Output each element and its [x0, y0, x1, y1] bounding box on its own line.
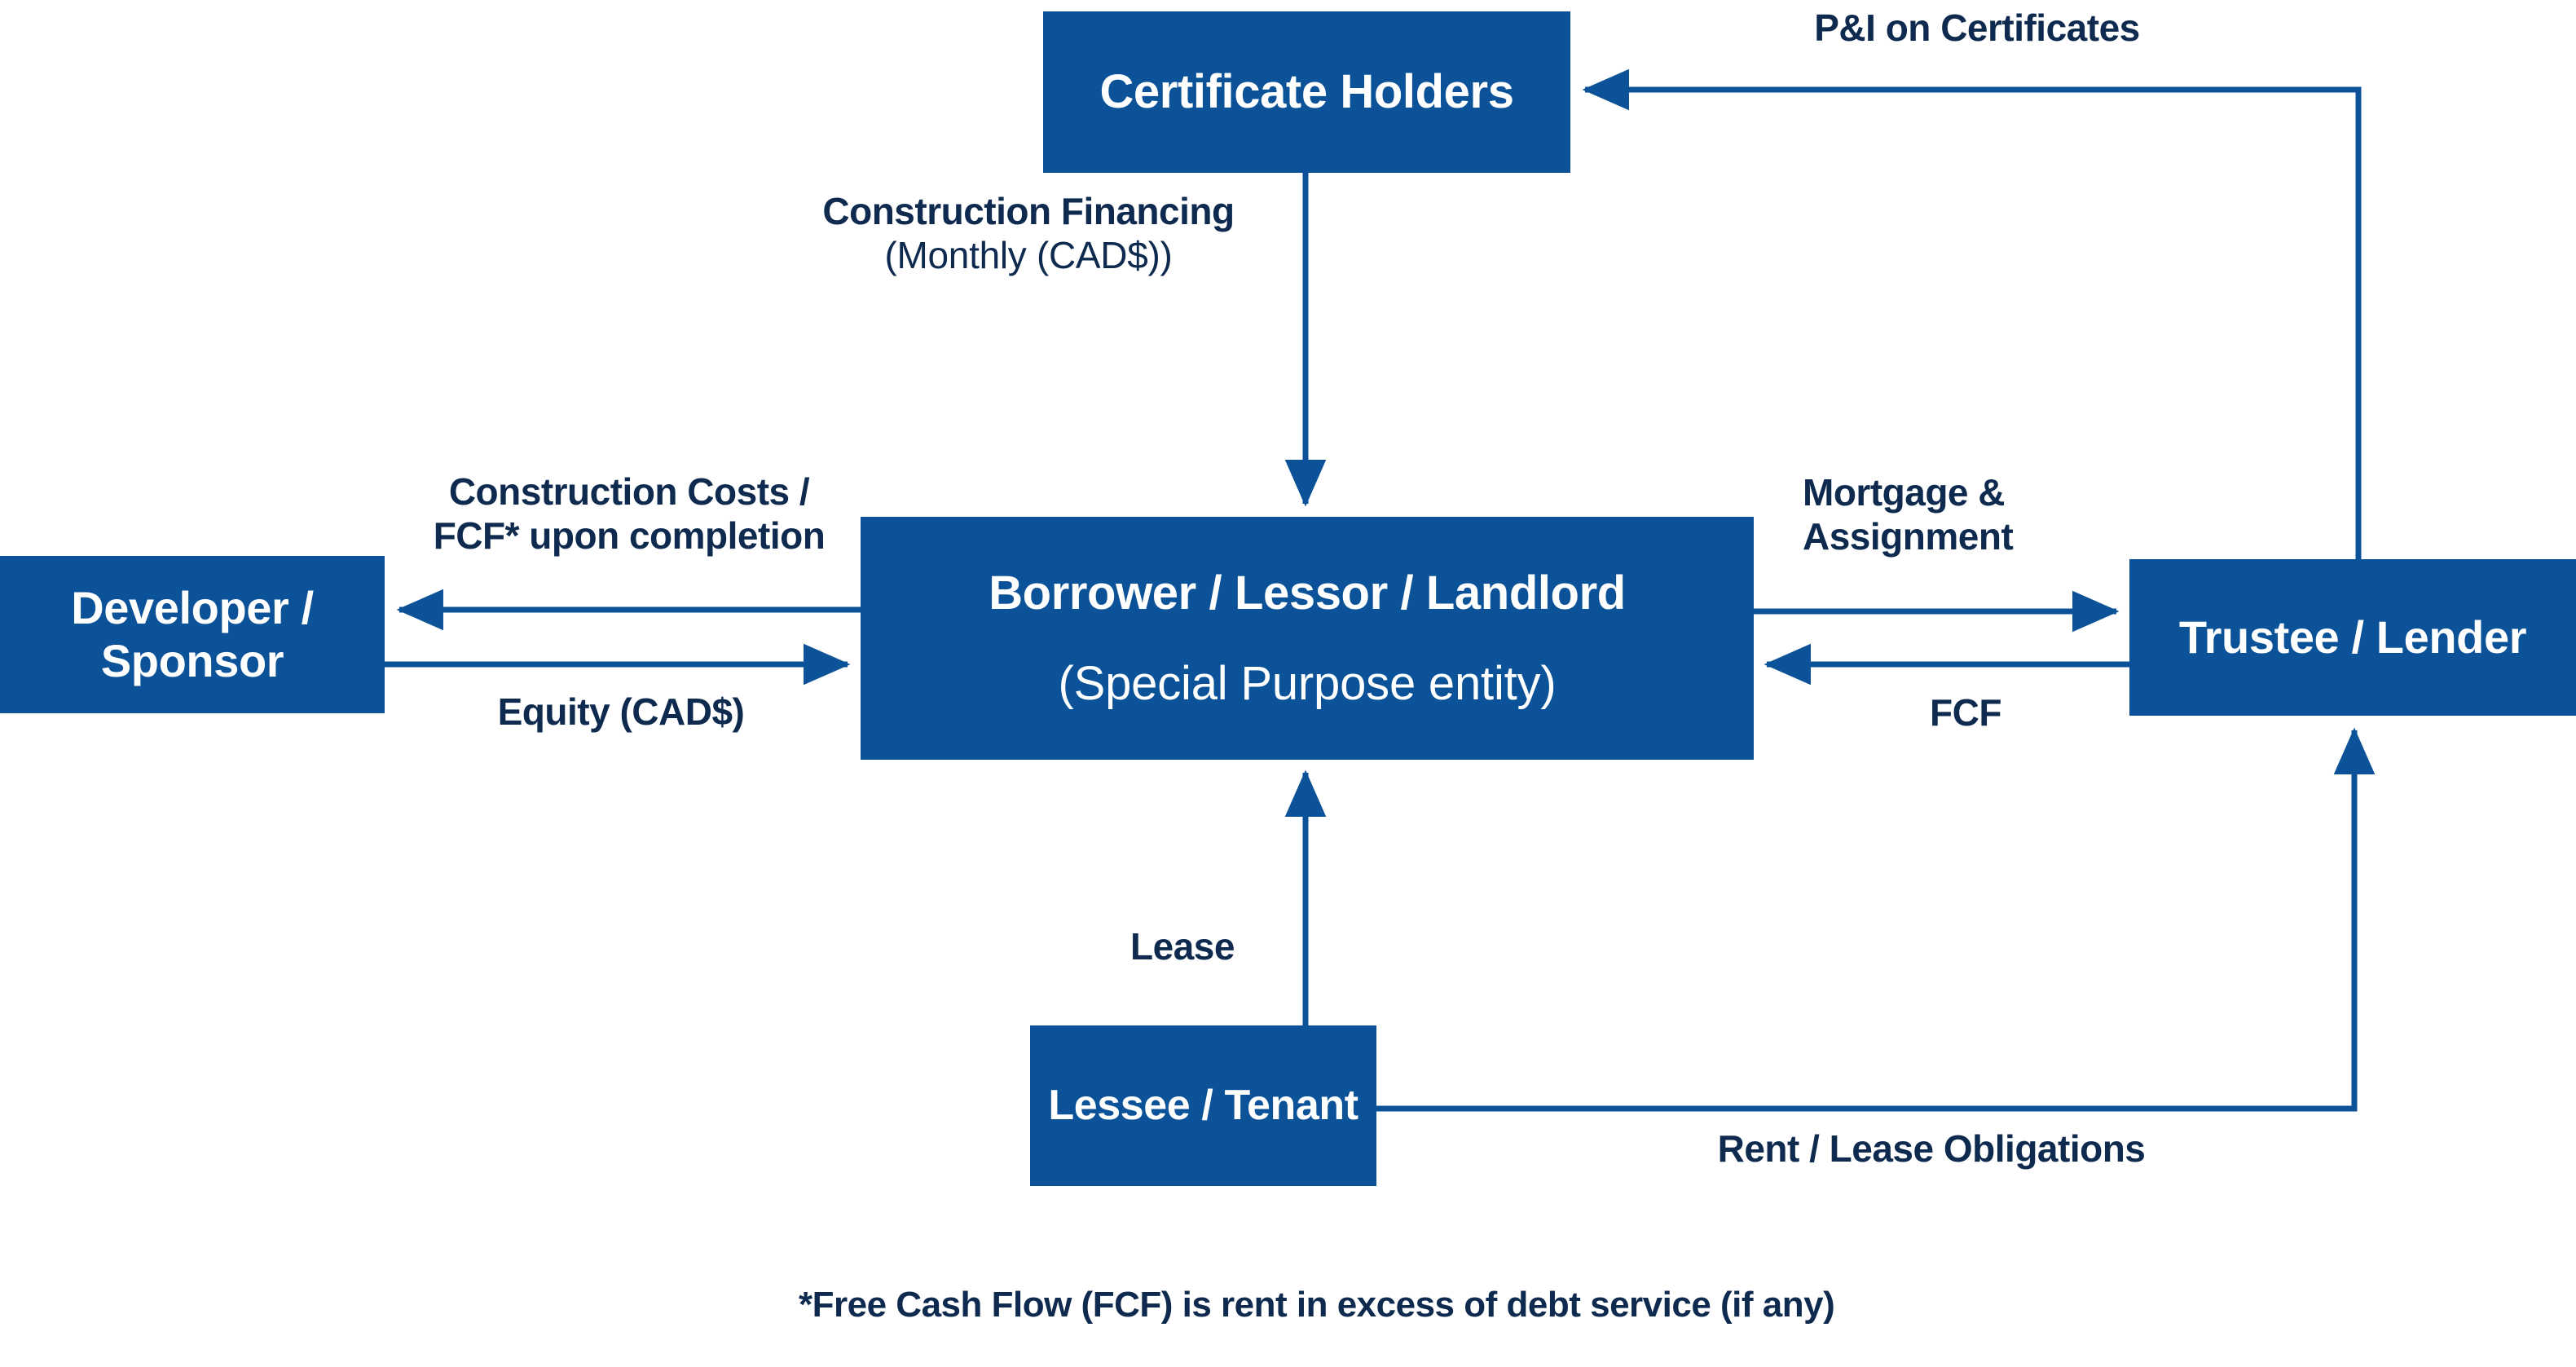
node-developer-title-line-2: Sponsor [100, 634, 284, 686]
node-lessee-tenant[interactable]: Lessee / Tenant [1030, 1025, 1376, 1186]
footnote-free-cash-flow: *Free Cash Flow (FCF) is rent in excess … [799, 1285, 1835, 1325]
edge-label-equity: Equity (CAD$) [450, 690, 792, 734]
node-borrower-subtitle: (Special Purpose entity) [1058, 657, 1557, 710]
edge-label-construction-costs-line-1: Construction Costs / [448, 470, 810, 513]
node-certificate-holders-title: Certificate Holders [1099, 65, 1514, 119]
node-borrower-lessor-landlord[interactable]: Borrower / Lessor / Landlord (Special Pu… [861, 517, 1754, 760]
edge-label-fcf: FCF [1803, 690, 2129, 734]
edge-label-construction-financing-subtext: (Monthly (CAD$)) [884, 234, 1173, 277]
edge-rent-lease-obligations [1376, 727, 2376, 1112]
node-borrower-title: Borrower / Lessor / Landlord [989, 566, 1626, 620]
edge-label-pi-on-certificates-text: P&I on Certificates [1814, 7, 2140, 49]
edge-label-pi-on-certificates: P&I on Certificates [1765, 6, 2189, 50]
edge-pi-certificates [1582, 68, 2362, 559]
node-lessee-title: Lessee / Tenant [1048, 1082, 1358, 1130]
edge-label-fcf-text: FCF [1930, 691, 2001, 734]
node-developer-sponsor[interactable]: Developer / Sponsor [0, 556, 385, 713]
edge-label-construction-financing: Construction Financing (Monthly (CAD$)) [800, 189, 1257, 278]
edge-label-equity-text: Equity (CAD$) [497, 690, 745, 733]
edge-label-rent-lease-obligations: Rent / Lease Obligations [1671, 1127, 2192, 1171]
edge-label-lease-text: Lease [1130, 925, 1235, 968]
node-developer-title-line-1: Developer / [71, 581, 314, 633]
node-trustee-title: Trustee / Lender [2178, 611, 2527, 663]
edge-label-construction-costs-line-2: FCF* upon completion [433, 514, 826, 558]
node-trustee-lender[interactable]: Trustee / Lender [2129, 559, 2576, 716]
edge-label-construction-costs: Construction Costs / FCF* upon completio… [401, 470, 857, 558]
node-certificate-holders[interactable]: Certificate Holders [1043, 11, 1570, 173]
edge-label-lease: Lease [1089, 924, 1276, 968]
edge-label-construction-financing-text: Construction Financing [822, 190, 1235, 232]
edge-label-rent-lease-obligations-text: Rent / Lease Obligations [1717, 1127, 2146, 1170]
edge-label-mortgage-assignment: Mortgage & Assignment [1803, 470, 2129, 559]
edge-label-mortgage-assignment-line-2: Assignment [1803, 515, 2014, 558]
edge-label-mortgage-assignment-line-1: Mortgage & [1803, 471, 2006, 514]
